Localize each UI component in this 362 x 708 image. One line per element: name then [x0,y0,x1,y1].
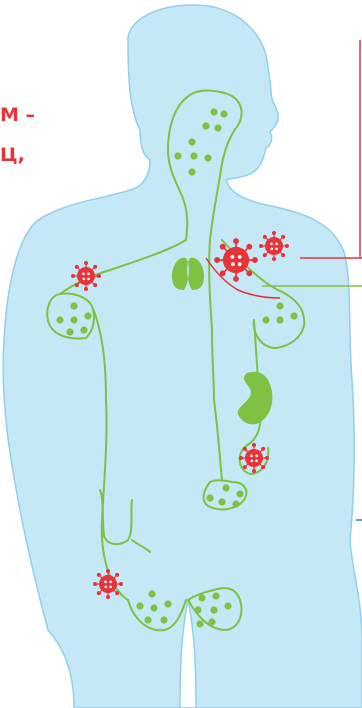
virus-icon [93,569,122,598]
body-silhouette [3,5,362,708]
virus-icon [215,239,258,282]
virus-icon [71,261,100,290]
virus-icon [239,443,268,472]
virus-icon [259,231,288,260]
